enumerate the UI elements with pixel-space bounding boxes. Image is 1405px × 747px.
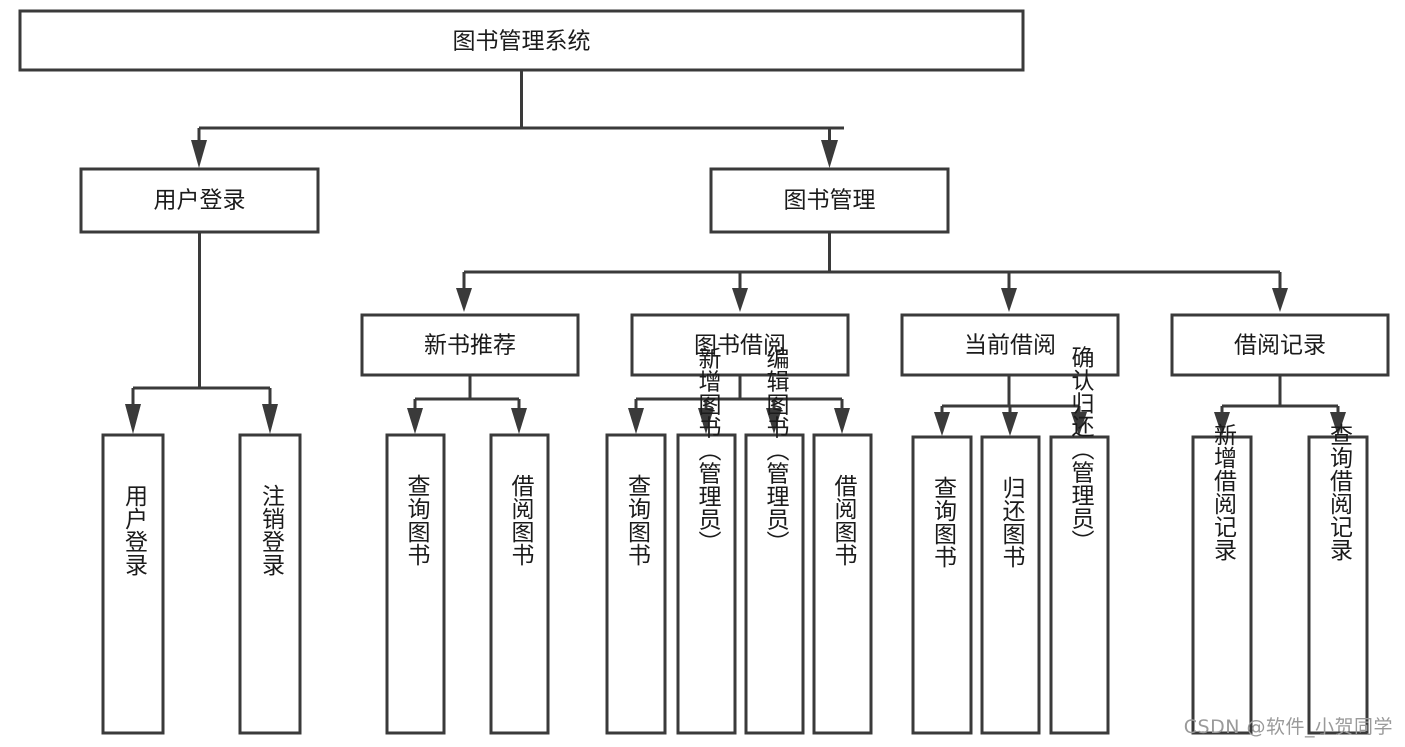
leaf-current-return-book-box[interactable]	[980, 435, 1041, 735]
leaf-borrow-borrow-book-box[interactable]	[812, 433, 873, 735]
leaf-current-confirm-return[interactable]: 确认归还（管理员）	[1049, 346, 1110, 735]
arrowhead-bookmgmt	[821, 140, 838, 168]
leaf-records-query-record[interactable]: 查询借阅记录	[1307, 423, 1369, 735]
leaf-records-add-record[interactable]: 新增借阅记录	[1191, 423, 1253, 735]
node-current-borrow-box[interactable]	[900, 313, 1120, 377]
leaf-current-confirm-return-box[interactable]	[1049, 435, 1110, 735]
arrowhead-recommend-leaf-1	[407, 408, 423, 434]
arrowhead-borrow-leaf-2	[698, 408, 714, 434]
leaf-current-return-book[interactable]: 归还图书	[980, 435, 1041, 735]
node-borrow-records-box[interactable]	[1170, 313, 1390, 377]
leaf-borrow-edit-book[interactable]: 编辑图书（管理员）	[744, 347, 805, 735]
leaf-records-query-record-label: 查询借阅记录	[1326, 423, 1354, 561]
leaf-current-query-book[interactable]: 查询图书	[911, 435, 973, 735]
node-new-book-recommend-box[interactable]	[360, 313, 580, 377]
node-user-login[interactable]: 用户登录	[79, 167, 320, 234]
leaf-recommend-query-book[interactable]: 查询图书	[385, 433, 446, 735]
node-borrow-records-label: 借阅记录	[1234, 333, 1326, 359]
leaf-recommend-query-book-label: 查询图书	[403, 474, 431, 566]
arrowhead-userlogin	[191, 140, 207, 168]
leaf-current-query-book-box[interactable]	[911, 435, 973, 735]
leaf-user-login-logout-box[interactable]	[238, 433, 302, 735]
leaf-borrow-borrow-book[interactable]: 借阅图书	[812, 433, 873, 735]
node-new-book-recommend[interactable]: 新书推荐	[360, 313, 580, 377]
node-new-book-recommend-label: 新书推荐	[424, 333, 516, 359]
node-user-login-label: 用户登录	[154, 188, 246, 214]
arrowhead-borrow	[732, 288, 748, 312]
node-user-login-box[interactable]	[79, 167, 320, 234]
node-root-box[interactable]	[18, 9, 1025, 72]
leaf-current-confirm-return-label: 确认归还（管理员）	[1067, 346, 1095, 553]
node-book-borrow-box[interactable]	[630, 313, 850, 377]
leaf-borrow-edit-book-box[interactable]	[744, 433, 805, 735]
arrowhead-leaf-user-logout	[262, 404, 278, 434]
node-borrow-records[interactable]: 借阅记录	[1170, 313, 1390, 377]
leaf-borrow-add-book-label: 新增图书（管理员）	[694, 347, 722, 554]
arrowhead-recommend	[456, 288, 472, 312]
leaf-records-add-record-label: 新增借阅记录	[1210, 423, 1238, 561]
arrowhead-current-leaf-2	[1002, 412, 1018, 436]
leaf-user-login-logout[interactable]: 注销登录	[238, 433, 302, 735]
arrowhead-records	[1272, 288, 1288, 312]
leaf-borrow-query-book-box[interactable]	[605, 433, 667, 735]
arrowhead-current-leaf-1	[934, 412, 950, 436]
leaf-borrow-add-book-box[interactable]	[676, 433, 737, 735]
arrowhead-borrow-leaf-4	[834, 408, 850, 434]
leaf-recommend-query-book-box[interactable]	[385, 433, 446, 735]
arrowhead-leaf-user-login	[125, 404, 141, 434]
leaf-user-login-login-label: 用户登录	[121, 484, 149, 576]
leaf-recommend-borrow-book-box[interactable]	[489, 433, 550, 735]
node-book-borrow[interactable]: 图书借阅	[630, 313, 850, 377]
leaf-borrow-query-book-label: 查询图书	[624, 474, 652, 566]
arrowhead-records-leaf-2	[1330, 412, 1346, 436]
arrowhead-borrow-leaf-3	[766, 408, 782, 434]
node-root[interactable]: 图书管理系统	[18, 9, 1025, 72]
arrowhead-records-leaf-1	[1214, 412, 1230, 436]
leaf-current-return-book-label: 归还图书	[998, 476, 1026, 568]
arrowhead-borrow-leaf-1	[628, 408, 644, 434]
leaf-records-add-record-box[interactable]	[1191, 435, 1253, 735]
arrowhead-current-leaf-3	[1071, 412, 1087, 436]
leaf-current-query-book-label: 查询图书	[930, 476, 958, 568]
node-current-borrow[interactable]: 当前借阅	[900, 313, 1120, 377]
arrowhead-recommend-leaf-2	[511, 408, 527, 434]
leaf-borrow-add-book[interactable]: 新增图书（管理员）	[676, 347, 737, 735]
node-book-management[interactable]: 图书管理	[709, 167, 950, 234]
leaf-user-login-login[interactable]: 用户登录	[101, 433, 165, 735]
connector-layer	[125, 70, 1346, 436]
leaf-user-login-logout-label: 注销登录	[258, 484, 286, 576]
leaf-borrow-query-book[interactable]: 查询图书	[605, 433, 667, 735]
arrowhead-current	[1001, 288, 1017, 312]
leaf-records-query-record-box[interactable]	[1307, 435, 1369, 735]
leaf-borrow-borrow-book-label: 借阅图书	[830, 474, 858, 566]
node-book-borrow-label: 图书借阅	[694, 333, 786, 359]
leaf-recommend-borrow-book-label: 借阅图书	[507, 474, 535, 566]
csdn-watermark: CSDN @软件_小贺同学	[1183, 716, 1393, 738]
node-book-management-box[interactable]	[709, 167, 950, 234]
leaf-borrow-edit-book-label: 编辑图书（管理员）	[762, 347, 790, 554]
leaf-recommend-borrow-book[interactable]: 借阅图书	[489, 433, 550, 735]
node-book-management-label: 图书管理	[784, 188, 876, 214]
node-current-borrow-label: 当前借阅	[964, 333, 1056, 359]
node-root-label: 图书管理系统	[453, 29, 591, 55]
leaf-user-login-login-box[interactable]	[101, 433, 165, 735]
